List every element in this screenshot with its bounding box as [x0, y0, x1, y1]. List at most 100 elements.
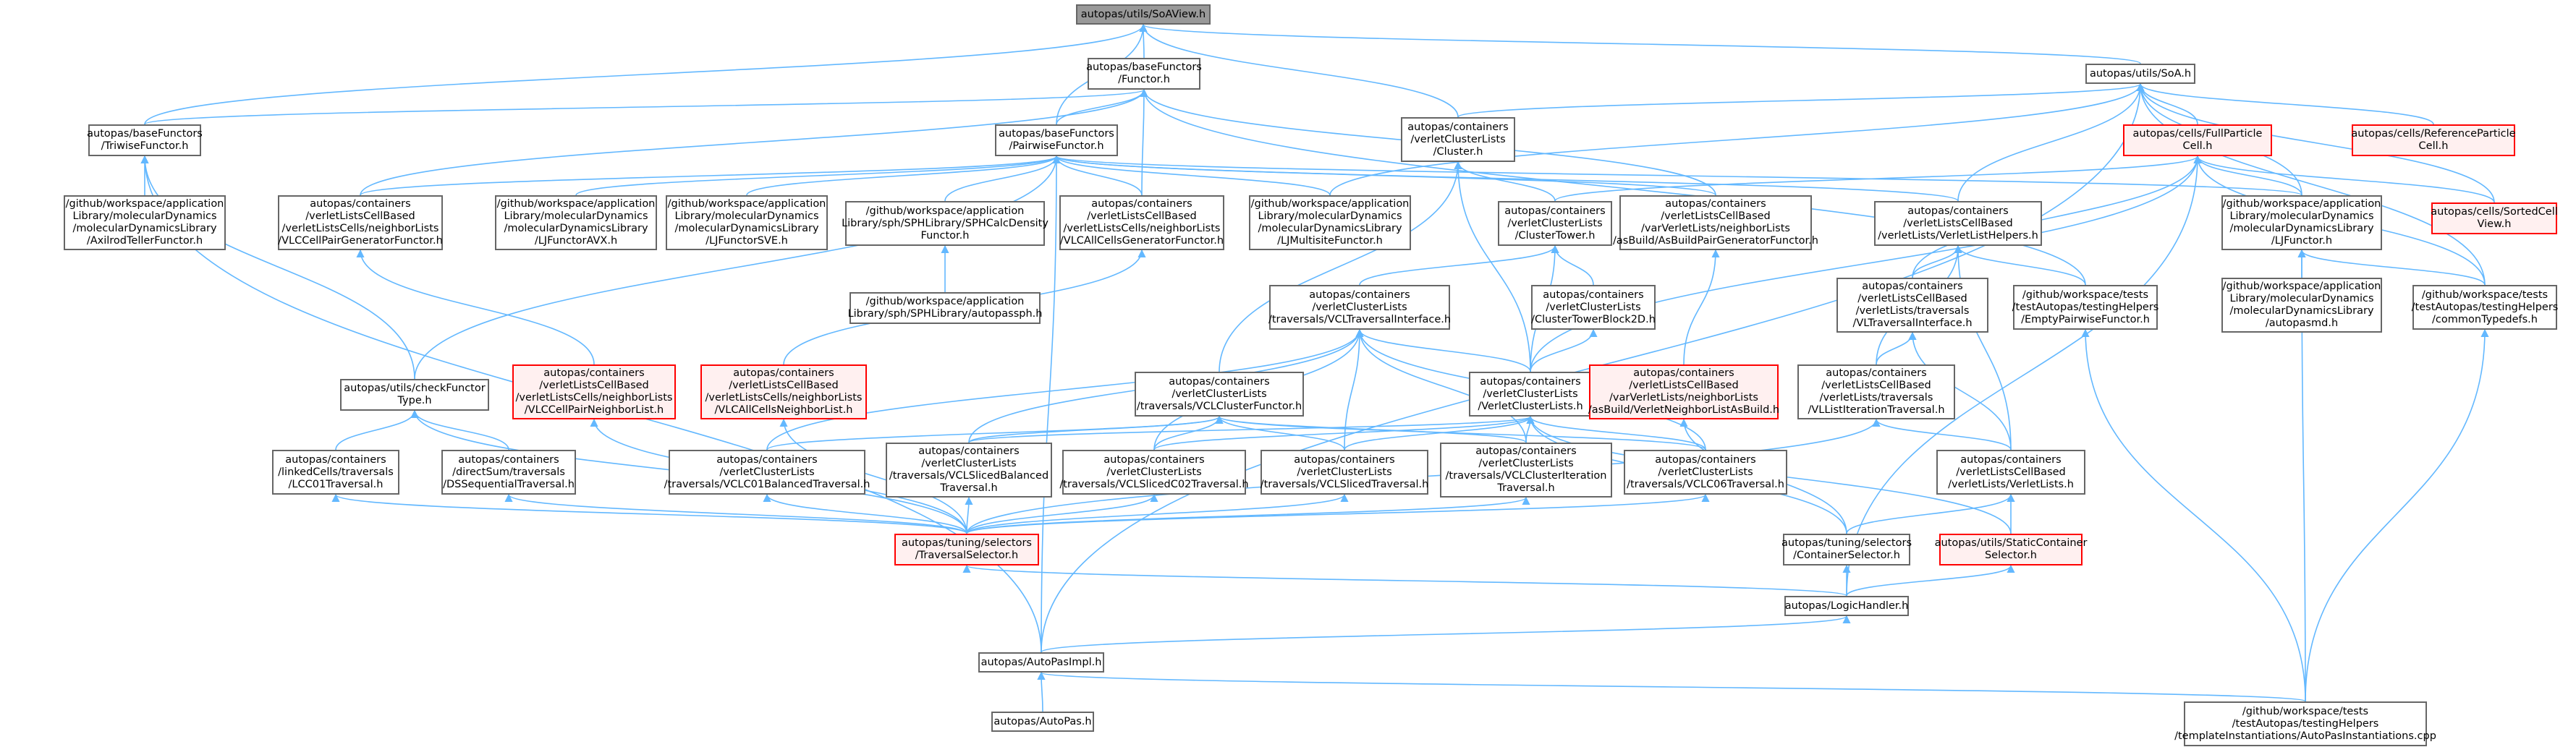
edge-vlhelpers-to-pairwise [1052, 155, 1959, 202]
node-autopas[interactable]: autopas/AutoPas.h [991, 712, 1094, 732]
node-label-line: /verletListsCellBased [305, 210, 415, 222]
node-label-line: /github/workspace/tests [2421, 289, 2549, 301]
node-asbuildgen[interactable]: autopas/containers/verletListsCellBased/… [1613, 195, 1818, 250]
node-label-line: /github/workspace/application [865, 296, 1025, 307]
node-vlcpairnl[interactable]: autopas/containers/verletListsCellBased/… [512, 364, 676, 419]
edge-vcl-to-cluster [1454, 161, 1531, 372]
node-vclc01bal[interactable]: autopas/containers/verletClusterLists/tr… [664, 450, 870, 495]
node-label-line: /verletListsCellBased [1629, 380, 1739, 391]
edge-clustertower-to-cluster [1454, 161, 1556, 202]
node-label-line: /verletClusterLists [1410, 133, 1506, 145]
edge-autopasinst-to-autopasimpl [1038, 671, 2306, 702]
node-label-line: autopas/containers [543, 367, 645, 379]
node-label-line: /verletClusterLists [1312, 301, 1407, 313]
node-label-line: autopas/containers [1169, 375, 1270, 388]
node-vlasbuild[interactable]: autopas/containers/verletListsCellBased/… [1588, 364, 1780, 419]
node-label-line: /asBuild/VerletNeighborListAsBuild.h [1588, 404, 1780, 416]
node-vlcallnl[interactable]: autopas/containers/verletListsCellBased/… [700, 364, 867, 419]
node-label-line: Library/molecularDynamics [1258, 210, 1402, 222]
node-clustertower[interactable]: autopas/containers/verletClusterLists/Cl… [1498, 201, 1612, 246]
node-label-line: Library/sph/SPHLibrary/SPHCalcDensity [842, 217, 1048, 229]
node-cluster[interactable]: autopas/containers/verletClusterLists/Cl… [1401, 117, 1515, 162]
node-label-line: /PairwiseFunctor.h [1009, 140, 1104, 152]
node-label-line: Type.h [397, 395, 432, 406]
node-soaview[interactable]: autopas/utils/SoAView.h [1076, 4, 1211, 25]
node-label-line: /verletClusterLists [1106, 466, 1202, 478]
node-vlhelpers[interactable]: autopas/containers/verletListsCellBased/… [1874, 201, 2042, 246]
node-label-line: /verletClusterLists [719, 466, 815, 478]
node-lcc01[interactable]: autopas/containers/linkedCells/traversal… [272, 450, 399, 495]
edge-triwise-to-soaview [144, 23, 1148, 125]
edge-vliter-to-vltravint [1876, 331, 1917, 365]
node-vliter[interactable]: autopas/containers/verletListsCellBased/… [1797, 364, 1955, 419]
edge-triwise-to-basefunctor [144, 88, 1148, 125]
node-verletlists[interactable]: autopas/containers/verletListsCellBased/… [1936, 450, 2085, 495]
node-label-line: /TraversalSelector.h [915, 550, 1019, 561]
node-label-line: autopas/cells/ReferenceParticle [2351, 128, 2516, 140]
node-vclc06[interactable]: autopas/containers/verletClusterLists/tr… [1624, 450, 1787, 495]
edge-vlhelpers-to-soa [1957, 82, 2145, 202]
node-vlcallgen[interactable]: autopas/containers/verletListsCellBased/… [1059, 195, 1224, 250]
node-autopasimpl[interactable]: autopas/AutoPasImpl.h [978, 652, 1104, 673]
node-pairwise[interactable]: autopas/baseFunctors/PairwiseFunctor.h [995, 124, 1118, 156]
node-vlcpairgen[interactable]: autopas/containers/verletListsCellBased/… [278, 195, 443, 250]
node-label-line: /github/workspace/application [865, 205, 1025, 217]
edge-autopasimpl-to-logichandler [1041, 615, 1851, 653]
node-containerselector[interactable]: autopas/tuning/selectors/ContainerSelect… [1781, 534, 1912, 565]
node-label-line: /varVerletLists/neighborLists [1609, 392, 1758, 404]
edge-containerselector-to-verletlists [1846, 493, 2015, 534]
node-dssequential[interactable]: autopas/containers/directSum/traversals/… [441, 450, 576, 495]
node-basefunctor[interactable]: autopas/baseFunctors/Functor.h [1086, 58, 1202, 90]
node-autopasinst[interactable]: /github/workspace/tests/testAutopas/test… [2174, 701, 2436, 746]
node-label-line: /github/workspace/tests [2242, 705, 2369, 717]
node-vclsliced[interactable]: autopas/containers/verletClusterLists/tr… [1261, 450, 1428, 495]
node-label-line: /varVerletLists/neighborLists [1641, 223, 1790, 234]
node-vltravint[interactable]: autopas/containers/verletListsCellBased/… [1836, 278, 1988, 333]
node-label-line: /verletClusterLists [921, 458, 1017, 469]
node-vclclusteriter[interactable]: autopas/containers/verletClusterLists/tr… [1440, 443, 1612, 498]
node-triwise[interactable]: autopas/baseFunctors/TriwiseFunctor.h [87, 124, 203, 156]
node-commontypedefs[interactable]: /github/workspace/tests/testAutopas/test… [2412, 285, 2558, 330]
node-label-line: /ContainerSelector.h [1793, 550, 1900, 561]
node-label-line: /VLCCellPairNeighborList.h [524, 404, 664, 416]
edge-traversalselector-to-dssequential [504, 493, 967, 534]
node-vcltravint[interactable]: autopas/containers/verletClusterLists/tr… [1268, 285, 1451, 330]
node-vclslicedbal[interactable]: autopas/containers/verletClusterLists/tr… [886, 443, 1052, 498]
node-emptypair[interactable]: /github/workspace/tests/testAutopas/test… [2012, 285, 2158, 330]
node-label-line: autopas/containers [1294, 453, 1395, 466]
node-logichandler[interactable]: autopas/LogicHandler.h [1784, 596, 1909, 616]
node-label-line: autopas/containers [310, 198, 411, 210]
node-label-line: /LJFunctorSVE.h [706, 235, 788, 247]
node-label-line: /verletClusterLists [1483, 388, 1578, 400]
node-label-line: /EmptyPairwiseFunctor.h [2021, 313, 2150, 325]
edge-soa-to-soaview [1139, 23, 2141, 64]
node-towerblock[interactable]: autopas/containers/verletClusterLists/Cl… [1531, 285, 1656, 330]
node-traversalselector[interactable]: autopas/tuning/selectors/TraversalSelect… [894, 534, 1039, 565]
node-soa[interactable]: autopas/utils/SoA.h [2085, 64, 2195, 84]
node-vclclusterfunctor[interactable]: autopas/containers/verletClusterLists/tr… [1135, 372, 1304, 417]
node-vcl[interactable]: autopas/containers/verletClusterLists/Ve… [1469, 372, 1592, 417]
node-label-line: autopas/containers [1862, 281, 1963, 292]
node-label-line: autopas/containers [285, 453, 386, 466]
node-label-line: /github/workspace/application [496, 198, 656, 210]
node-label-line: Library/molecularDynamics [674, 210, 819, 222]
node-label-line: /VLListIterationTraversal.h [1808, 404, 1945, 416]
node-vclslicedc02[interactable]: autopas/containers/verletClusterLists/tr… [1059, 450, 1249, 495]
edge-ljfunctor-to-pairwise [1053, 155, 2302, 196]
node-label-line: /ClusterTowerBlock2D.h [1531, 313, 1656, 325]
edge-traversalselector-to-vclc06 [966, 493, 1710, 534]
node-label-line: /molecularDynamicsLibrary [72, 223, 217, 234]
